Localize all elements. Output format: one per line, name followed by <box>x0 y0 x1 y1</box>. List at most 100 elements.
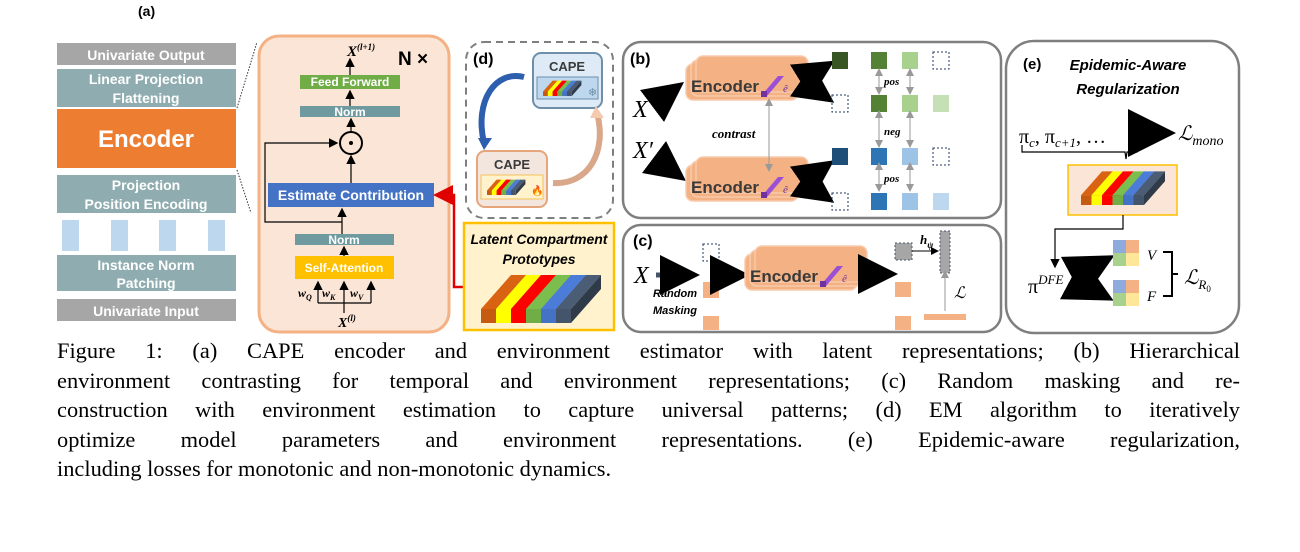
brace <box>1021 145 1138 160</box>
prototype-bar <box>1123 195 1134 205</box>
prototype-bar-side <box>571 275 601 323</box>
pos-label: pos <box>883 76 899 88</box>
matrix-cell <box>1113 253 1126 266</box>
prototype-bar-top <box>496 275 541 309</box>
input-arrow <box>642 141 686 181</box>
caption-line: Figure 1: (a) CAPE encoder and environme… <box>57 338 1240 363</box>
prototypes-title-2: Prototypes <box>502 251 575 267</box>
random-label: Random <box>653 288 697 300</box>
visible-representation <box>895 282 911 297</box>
prototype-bar-top <box>506 179 521 191</box>
masked-representation-cell <box>831 192 849 211</box>
x-out-label: X(l+1) <box>346 42 375 60</box>
arrow <box>1059 256 1114 301</box>
prototype-bar-top <box>501 179 516 191</box>
masked-representation-cell <box>932 51 950 70</box>
prototype-bars-small <box>543 80 582 96</box>
skip-connection-arrow <box>264 138 342 223</box>
figure-diagram: (a) Univariate Output Linear Projection … <box>57 3 1241 335</box>
caption-line: environment contrasting for temporal and… <box>57 367 1240 393</box>
e-hat-label: ê <box>783 184 788 196</box>
panel-e-label: (e) <box>1023 56 1041 73</box>
output-arrow <box>789 63 835 103</box>
cape-trained-label: CAPE <box>494 157 530 172</box>
environment-embedding-end <box>820 281 826 287</box>
prototype-bar-top <box>1091 171 1123 196</box>
v-matrix <box>1113 240 1139 266</box>
prototype-bar <box>511 190 516 195</box>
pi-sequence: πc, πc+1, … <box>1019 126 1106 150</box>
panel-e-title-2: Regularization <box>1076 81 1179 98</box>
figure-caption: Figure 1: (a) CAPE encoder and environme… <box>57 336 1240 484</box>
prototypes-title: Latent Compartment <box>471 231 609 247</box>
x-input: X <box>632 97 649 123</box>
prototype-bar <box>1081 195 1092 205</box>
representation-cell <box>902 148 918 165</box>
caption-line: optimize model parameters and environmen… <box>57 426 1240 452</box>
flame-icon: 🔥 <box>531 184 543 197</box>
prototype-bars <box>1081 171 1165 205</box>
matrix-cell <box>1126 293 1139 306</box>
prototype-bar-top <box>491 179 507 191</box>
position-encoding-label: Position Encoding <box>85 196 208 212</box>
prototype-bar-side <box>571 80 582 96</box>
f-matrix <box>1113 280 1139 306</box>
representation-cell <box>832 52 848 69</box>
prototype-bar-top <box>511 179 526 191</box>
prototype-bar <box>1133 195 1144 205</box>
self-attention-block <box>295 256 394 279</box>
visible-patch <box>703 316 719 330</box>
matrix-cell <box>1126 280 1139 293</box>
encoder-layer-block: N × X(l+1) Feed Forward Norm Estimate Co… <box>257 34 465 334</box>
panel-e-title: Epidemic-Aware <box>1070 57 1187 74</box>
instance-norm-label: Instance Norm <box>97 257 194 273</box>
prototype-bar <box>1102 195 1113 205</box>
prototype-bar-top <box>1133 171 1165 196</box>
prototype-bar <box>556 309 571 323</box>
prototype-bar <box>526 309 541 323</box>
panel-b-frame <box>621 40 1003 220</box>
masked-representation <box>894 242 913 261</box>
prototype-bar-side <box>1144 171 1165 205</box>
masked-representation-cell <box>831 94 849 113</box>
prototype-bar-top <box>541 275 586 309</box>
environment-embedding-end <box>761 91 767 97</box>
panel-e: (e) Epidemic-Aware Regularization πc, πc… <box>1004 39 1241 335</box>
representation-cell <box>871 52 887 69</box>
linear-projection-block <box>57 69 236 107</box>
prototype-bar-top <box>487 179 502 191</box>
prototype-bar <box>487 190 492 195</box>
prototype-bar <box>1091 195 1102 205</box>
matrix-cell <box>1126 240 1139 253</box>
prototype-bar-top <box>1102 171 1134 196</box>
patching-label: Patching <box>116 275 175 291</box>
univariate-input-label: Univariate Input <box>93 303 199 319</box>
environment-embedding-end <box>761 192 767 198</box>
instance-norm-block <box>57 255 236 291</box>
prototype-bar <box>506 190 511 195</box>
patch-token <box>111 220 128 251</box>
encoder-stack-bottom: Encoder ê <box>685 156 809 202</box>
loss-mono-label: ℒmono <box>1178 123 1224 149</box>
prototype-bar-top <box>552 80 567 92</box>
visible-representation <box>895 316 911 330</box>
caption-line: construction with environment estimation… <box>57 397 1240 422</box>
flattening-label: Flattening <box>113 90 180 106</box>
prototype-bar-top <box>1081 171 1113 196</box>
em-arrow-head <box>478 138 492 150</box>
repeat-n-label: N × <box>398 49 428 70</box>
representation-cell <box>871 95 887 112</box>
prototype-bar <box>496 190 502 195</box>
e-hat-label: ê <box>842 273 847 285</box>
snowflake-icon: ❄ <box>588 86 597 99</box>
prototype-bar-top <box>567 80 582 92</box>
masked-representation-cell <box>932 147 950 166</box>
prototype-bars <box>481 275 601 323</box>
prototype-bar-top <box>557 80 572 92</box>
representation-cell <box>832 148 848 165</box>
self-attention-label: Self-Attention <box>305 261 384 275</box>
estimate-contribution-block <box>268 183 434 207</box>
matrix-cell <box>1113 240 1126 253</box>
target-patch <box>924 314 966 320</box>
bracket <box>1163 251 1178 297</box>
